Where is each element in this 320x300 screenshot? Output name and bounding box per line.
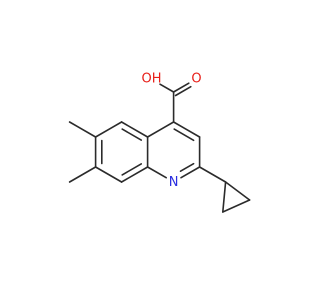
bond-c4-c4a	[146, 121, 175, 138]
bond-c4a-c5-inner	[121, 128, 142, 141]
atom-label-hydroxyl-oxygen: OH	[141, 72, 161, 87]
bond-cyclopropyl-c	[222, 199, 251, 213]
molecule-diagram: OH O N	[68, 71, 251, 213]
atom-label-ring-nitrogen: N	[169, 175, 179, 190]
atom-label-carbonyl-oxygen: O	[191, 72, 201, 87]
bond-carboxyl-o-double-b	[174, 85, 192, 97]
bond-c2-cyclopropyl	[198, 166, 227, 183]
bond-carboxyl-o-double-a	[172, 82, 190, 93]
structure-drawing: OH O N	[68, 72, 251, 213]
bond-c4-c3-inner	[173, 128, 195, 142]
bond-c6-methyl	[68, 121, 97, 138]
bond-c4-c3	[172, 121, 201, 138]
bond-c4a-c5	[120, 121, 149, 138]
bond-c5-c6	[94, 121, 123, 138]
bond-c2-n1	[180, 166, 201, 179]
bond-c7-c8	[94, 166, 123, 183]
bond-carboxyl-oh	[159, 83, 175, 93]
bond-cyclopropyl-a	[222, 181, 227, 213]
bond-c8-c8a	[120, 166, 149, 183]
bond-c8-c8a-inner	[121, 163, 142, 176]
bond-c7-methyl	[68, 166, 97, 183]
bond-c2-n1-inner	[179, 162, 195, 172]
bond-n1-c8a	[146, 166, 167, 179]
bond-cyclopropyl-b	[224, 181, 251, 201]
